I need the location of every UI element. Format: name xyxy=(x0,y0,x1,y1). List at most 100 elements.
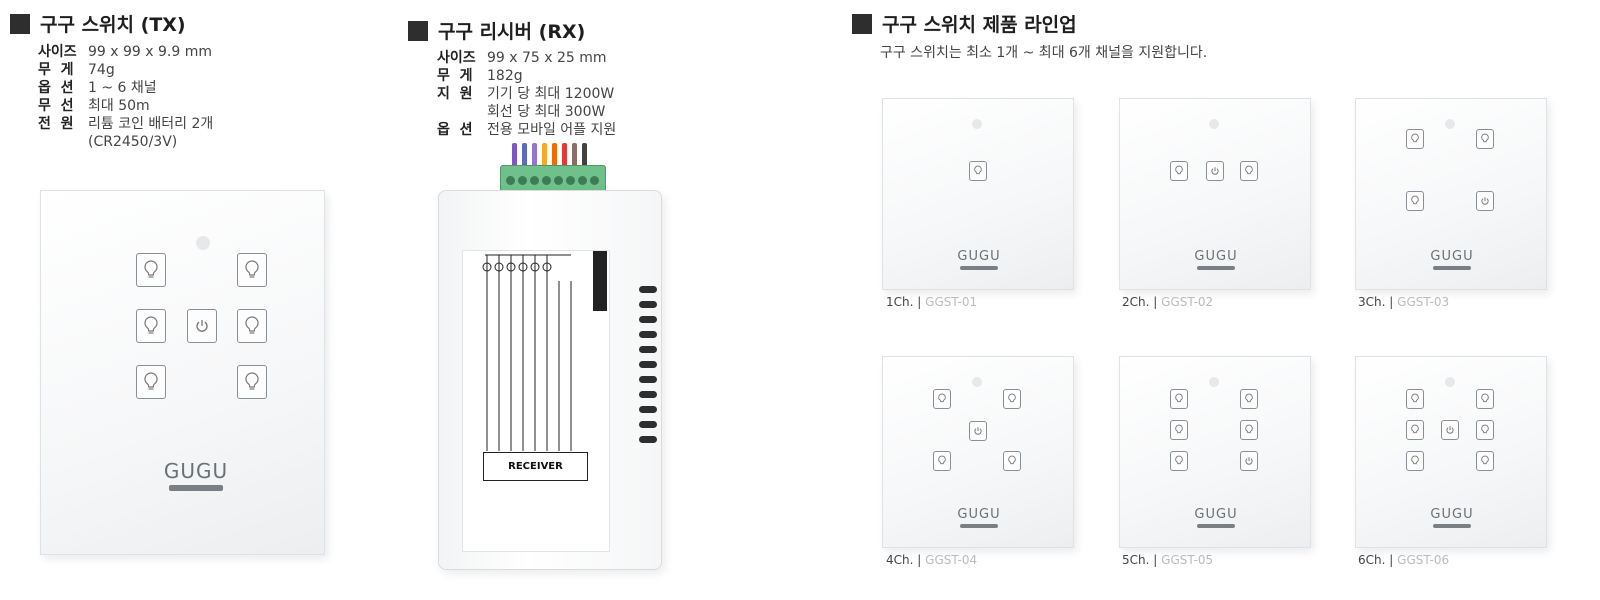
power-button xyxy=(1206,161,1224,181)
tx-section-title: 구구 스위치 (TX) xyxy=(10,10,186,37)
channel-label: 5Ch. xyxy=(1122,553,1150,567)
power-icon xyxy=(1445,425,1455,435)
spec-label: 무 선 xyxy=(38,98,74,114)
switch-button-6 xyxy=(237,365,267,399)
separator: | xyxy=(917,295,922,309)
switch-button xyxy=(1240,420,1258,440)
lightbulb-icon xyxy=(1244,165,1254,177)
switch-button xyxy=(1476,451,1494,471)
logo-text: GUGU xyxy=(1430,507,1474,522)
switch-button xyxy=(1170,161,1188,181)
wire xyxy=(532,143,537,167)
gugu-logo: GUGU xyxy=(949,503,1009,528)
model-code: GGST-06 xyxy=(1397,553,1450,567)
wiring-diagram-sticker xyxy=(462,250,610,552)
spec-label: 무 게 xyxy=(38,62,74,78)
spec-value: 99 x 75 x 25 mm xyxy=(487,50,607,66)
wire xyxy=(552,143,557,167)
wire xyxy=(572,143,577,167)
vent-slot xyxy=(639,301,657,308)
screw xyxy=(542,176,551,185)
lightbulb-icon xyxy=(1174,165,1184,177)
channel-label: 4Ch. xyxy=(886,553,914,567)
bullet-square-icon xyxy=(10,13,30,34)
screw xyxy=(566,176,575,185)
screw xyxy=(578,176,587,185)
lightbulb-icon xyxy=(1244,393,1254,405)
channel-label: 2Ch. xyxy=(1122,295,1150,309)
switch-button xyxy=(1170,420,1188,440)
spec-value: 전용 모바일 어플 지원 xyxy=(487,122,617,138)
lightbulb-icon xyxy=(1007,393,1017,405)
separator: | xyxy=(1389,553,1394,567)
product-panel-3ch: GUGU xyxy=(1355,98,1547,290)
switch-button-3 xyxy=(136,309,166,343)
sensor-dot xyxy=(196,236,210,250)
lightbulb-icon xyxy=(1480,133,1490,145)
lightbulb-icon xyxy=(243,371,261,393)
switch-button xyxy=(1476,389,1494,409)
model-code: GGST-05 xyxy=(1161,553,1214,567)
product-panel-4ch: GUGU xyxy=(882,356,1074,548)
bullet-square-icon xyxy=(852,13,872,34)
switch-button xyxy=(1003,389,1021,409)
gugu-logo: GUGU xyxy=(1186,503,1246,528)
logo-text: GUGU xyxy=(1430,249,1474,264)
product-panel-2ch: GUGU xyxy=(1119,98,1311,290)
lightbulb-icon xyxy=(1174,393,1184,405)
power-icon xyxy=(1480,196,1490,206)
switch-button xyxy=(1170,389,1188,409)
spec-value: 74g xyxy=(88,62,115,78)
lightbulb-icon xyxy=(1480,393,1490,405)
spec-value: 기기 당 최대 1200W xyxy=(487,86,615,102)
wiring-diagram xyxy=(482,251,607,451)
lightbulb-icon xyxy=(937,455,947,467)
vent-slot xyxy=(639,346,657,353)
sensor-dot xyxy=(1209,119,1219,129)
sensor-dot xyxy=(1445,119,1455,129)
lightbulb-icon xyxy=(243,315,261,337)
switch-button-5 xyxy=(136,365,166,399)
gugu-logo: GUGU xyxy=(1422,503,1482,528)
product-panel-5ch: GUGU xyxy=(1119,356,1311,548)
vent-slot xyxy=(639,421,657,428)
logo-text: GUGU xyxy=(957,249,1001,264)
switch-button-1 xyxy=(136,253,166,287)
spec-label: 사이즈 xyxy=(437,50,476,66)
tx-switch-panel: GUGU xyxy=(40,190,325,555)
spec-value: 최대 50m xyxy=(88,98,150,114)
logo-bar xyxy=(1433,266,1471,270)
power-button xyxy=(1240,451,1258,471)
spec-value: 182g xyxy=(487,68,523,84)
switch-button xyxy=(1476,420,1494,440)
lightbulb-icon xyxy=(1410,393,1420,405)
receiver-label-box: RECEIVER xyxy=(483,452,588,481)
lineup-subtitle: 구구 스위치는 최소 1개 ~ 최대 6개 채널을 지원합니다. xyxy=(880,45,1208,61)
product-panel-1ch: GUGU xyxy=(882,98,1074,290)
sensor-dot xyxy=(1445,377,1455,387)
model-code: GGST-04 xyxy=(925,553,978,567)
switch-button xyxy=(933,451,951,471)
vent-slot xyxy=(639,391,657,398)
spec-label: 옵 션 xyxy=(437,122,473,138)
power-button xyxy=(1441,420,1459,440)
switch-button xyxy=(1170,451,1188,471)
spec-value: 리튬 코인 배터리 2개 xyxy=(88,116,214,132)
logo-text: GUGU xyxy=(163,459,229,483)
vent-slot xyxy=(639,331,657,338)
tx-title: 구구 스위치 (TX) xyxy=(40,14,186,36)
switch-button xyxy=(1240,389,1258,409)
lightbulb-icon xyxy=(1480,424,1490,436)
rx-spec-row: 옵 션 전용 모바일 어플 지원 xyxy=(437,121,616,139)
screw xyxy=(518,176,527,185)
separator: | xyxy=(917,553,922,567)
logo-bar xyxy=(169,485,223,491)
screw xyxy=(530,176,539,185)
spec-value: 1 ~ 6 채널 xyxy=(88,80,157,96)
model-code: GGST-03 xyxy=(1397,295,1450,309)
lightbulb-icon xyxy=(142,259,160,281)
lightbulb-icon xyxy=(1410,424,1420,436)
